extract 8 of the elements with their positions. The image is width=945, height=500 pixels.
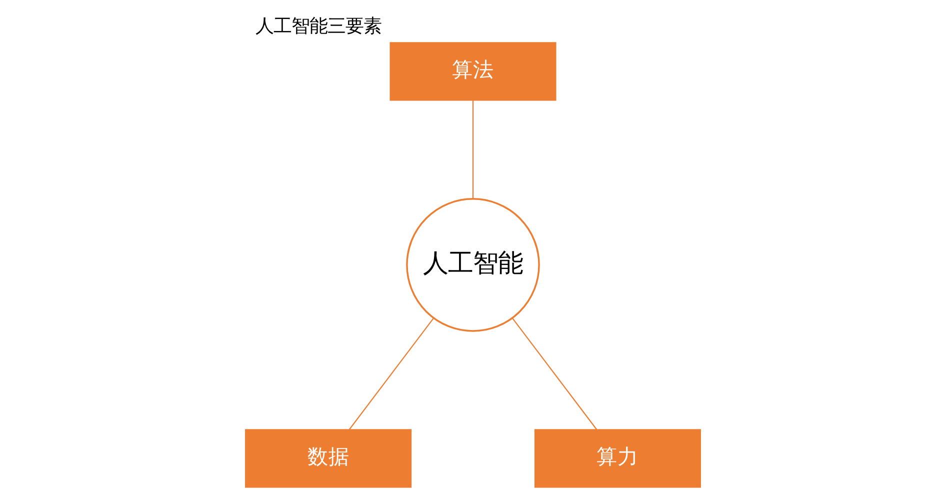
connector (348, 318, 434, 430)
node-box: 算力 (534, 429, 700, 488)
node-circle: 人工智能 (406, 198, 540, 332)
connector (512, 318, 597, 430)
node-box: 算法 (389, 42, 556, 101)
diagram-title: 人工智能三要素 (255, 16, 382, 38)
node-box: 数据 (244, 429, 412, 488)
connector (472, 100, 474, 199)
